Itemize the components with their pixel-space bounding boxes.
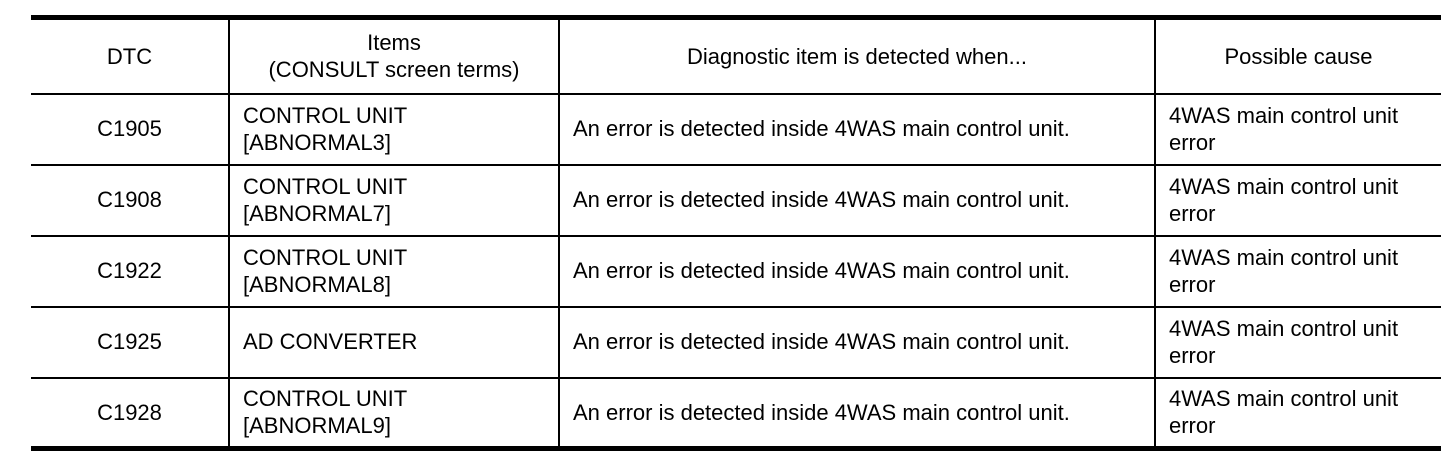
detected-when-text: An error is detected inside 4WAS main co…: [558, 234, 1156, 308]
dtc-table: DTC Items (CONSULT screen terms) Diagnos…: [31, 15, 1441, 451]
detected-when-text: An error is detected inside 4WAS main co…: [558, 92, 1156, 166]
dtc-code: C1922: [31, 234, 230, 308]
header-items: Items (CONSULT screen terms): [228, 16, 560, 95]
detected-when-text: An error is detected inside 4WAS main co…: [558, 305, 1156, 379]
header-possible-cause: Possible cause: [1154, 16, 1441, 95]
possible-cause-text: 4WAS main control unit error: [1154, 305, 1441, 379]
detected-when-text: An error is detected inside 4WAS main co…: [558, 376, 1156, 450]
possible-cause-text: 4WAS main control unit error: [1154, 163, 1441, 237]
table-row: C1908 CONTROL UNIT [ABNORMAL7] An error …: [31, 163, 1441, 237]
table-header-row: DTC Items (CONSULT screen terms) Diagnos…: [31, 16, 1441, 95]
detected-when-text: An error is detected inside 4WAS main co…: [558, 163, 1156, 237]
dtc-code: C1928: [31, 376, 230, 450]
item-name: CONTROL UNIT [ABNORMAL9]: [228, 376, 560, 450]
header-detected-when: Diagnostic item is detected when...: [558, 16, 1156, 95]
possible-cause-text: 4WAS main control unit error: [1154, 92, 1441, 166]
item-name: CONTROL UNIT [ABNORMAL8]: [228, 234, 560, 308]
table-row: C1925 AD CONVERTER An error is detected …: [31, 305, 1441, 379]
table-row: C1922 CONTROL UNIT [ABNORMAL8] An error …: [31, 234, 1441, 308]
item-name: CONTROL UNIT [ABNORMAL7]: [228, 163, 560, 237]
table-row: C1905 CONTROL UNIT [ABNORMAL3] An error …: [31, 92, 1441, 166]
possible-cause-text: 4WAS main control unit error: [1154, 376, 1441, 450]
dtc-code: C1905: [31, 92, 230, 166]
header-dtc: DTC: [31, 16, 230, 95]
item-name: CONTROL UNIT [ABNORMAL3]: [228, 92, 560, 166]
dtc-code: C1925: [31, 305, 230, 379]
possible-cause-text: 4WAS main control unit error: [1154, 234, 1441, 308]
item-name: AD CONVERTER: [228, 305, 560, 379]
dtc-code: C1908: [31, 163, 230, 237]
table-row: C1928 CONTROL UNIT [ABNORMAL9] An error …: [31, 376, 1441, 450]
